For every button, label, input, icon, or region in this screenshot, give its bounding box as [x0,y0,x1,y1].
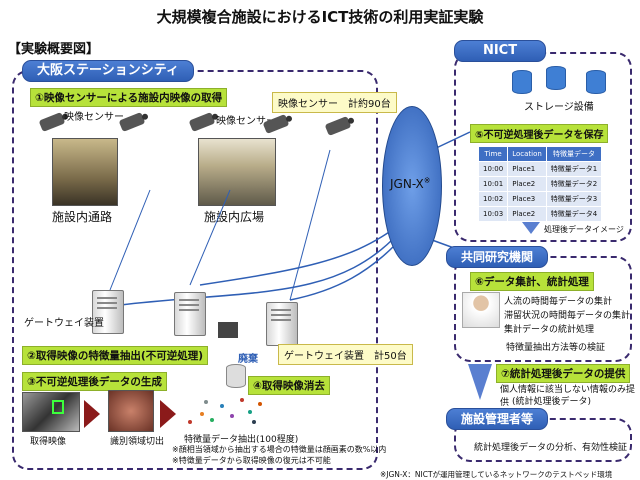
research-header: 共同研究機関 [446,246,548,268]
table-row: 10:01 Place2 特徴量データ2 [477,176,603,192]
acquired-label: 取得映像 [30,437,67,447]
table-cell: 10:03 [477,206,509,222]
storage-db-icon [512,70,532,94]
storage-db-icon [586,70,606,94]
table-header: Location [507,146,547,162]
table-cell: Place2 [507,206,547,222]
table-cell: 特徴量データ4 [545,206,603,222]
storage-label: ストレージ設備 [524,102,594,113]
place-label-corridor: 施設内通路 [52,210,113,224]
sensor-count: 映像センサー 計約90台 [272,92,397,113]
table-cell: Place1 [507,161,547,177]
gateway-server [92,290,124,334]
step3-label: ③不可逆処理後データの生成 [22,372,167,391]
researcher-image [462,292,500,328]
sensor-label-2: 映像センサー [216,116,276,127]
sensor-label-1: 映像センサー [64,112,124,123]
research-item: 人流の時間毎データの集計 [504,297,613,307]
table-cell: 特徴量データ3 [545,191,603,207]
corridor-photo [52,138,118,206]
discard-db-icon [226,364,246,388]
jgn-label-text: JGN-X [390,177,424,191]
processed-data-table: Time Location 特徴量データ 10:00 Place1 特徴量データ… [477,146,603,222]
plaza-photo [198,138,276,206]
step7-label: ⑦統計処理後データの提供 [496,364,631,383]
osaka-header: 大阪ステーションシティ [22,60,194,82]
step1-label: ①映像センサーによる施設内映像の取得 [30,88,228,107]
gateway-server [174,292,206,336]
gateway-server [266,302,298,346]
step7-line1: 個人情報に該当しない情報のみ提供 [500,385,636,408]
facility-header: 施設管理者等 [446,408,548,430]
storage-db-icon [546,66,566,90]
arrow-down-icon [522,222,540,234]
discarded-image [218,322,238,338]
table-row: 10:02 Place3 特徴量データ3 [477,191,603,207]
step6-label: ⑥データ集計、統計処理 [470,272,594,291]
footnote: ※JGN-X：NICTが運用管理しているネットワークのテストベッド環境 [380,470,613,479]
note-2: ※特徴量データから取得映像の復元は不可能 [172,456,331,465]
gateway-count: ゲートウェイ装置 計50台 [278,344,413,365]
acquired-focus [52,400,64,414]
jgn-network [382,106,442,266]
step5-label: ⑤不可逆処理後データを保存 [470,124,609,143]
nict-header: NICT [454,40,546,62]
place-label-plaza: 施設内広場 [204,210,265,224]
table-cell: 特徴量データ1 [545,161,603,177]
step7-line2: (統計処理後データ) [512,397,592,407]
table-cell: 10:00 [477,161,509,177]
jgn-label: JGN-X※ [390,176,430,191]
research-item: 集計データの統計処理 [504,325,595,335]
jgn-footnote-mark: ※ [423,176,431,185]
acquired-image [22,392,80,432]
table-cell: 10:01 [477,176,509,192]
table-cell: 特徴量データ2 [545,176,603,192]
arrow-1 [84,400,100,428]
feature-dots [188,398,262,424]
step4-label: ④取得映像消去 [248,376,330,395]
osaka-frame [12,70,378,470]
image-caption: 処理後データイメージ [544,225,624,234]
region-label: 識別領域切出 [110,437,165,447]
arrow-2 [160,400,176,428]
table-row: 10:03 Place2 特徴量データ4 [477,206,603,222]
page-title: 大規模複合施設におけるICT技術の利用実証実験 [156,8,484,26]
table-cell: Place2 [507,176,547,192]
gateway-label: ゲートウェイ装置 [24,318,104,329]
facility-text: 統計処理後データの分析、有効性検証 [474,443,628,453]
table-cell: Place3 [507,191,547,207]
feature-label: 特徴量データ抽出(100程度) [184,435,299,445]
step2-label: ②取得映像の特徴量抽出(不可逆処理) [22,346,208,365]
overview-label: 【実験概要図】 [8,42,100,57]
table-header: 特徴量データ [545,146,603,162]
discard-label: 廃棄 [238,354,258,365]
research-method: 特徴量抽出方法等の検証 [506,343,606,353]
arrow-down-big [468,364,492,400]
table-row: 10:00 Place1 特徴量データ1 [477,161,603,177]
note-1: ※顔相当領域から抽出する場合の特徴量は顔画素の数%以内 [172,445,387,454]
table-header: Time [477,146,509,162]
table-cell: 10:02 [477,191,509,207]
research-item: 滞留状況の時間毎データの集計 [504,311,631,321]
region-image [108,390,154,432]
